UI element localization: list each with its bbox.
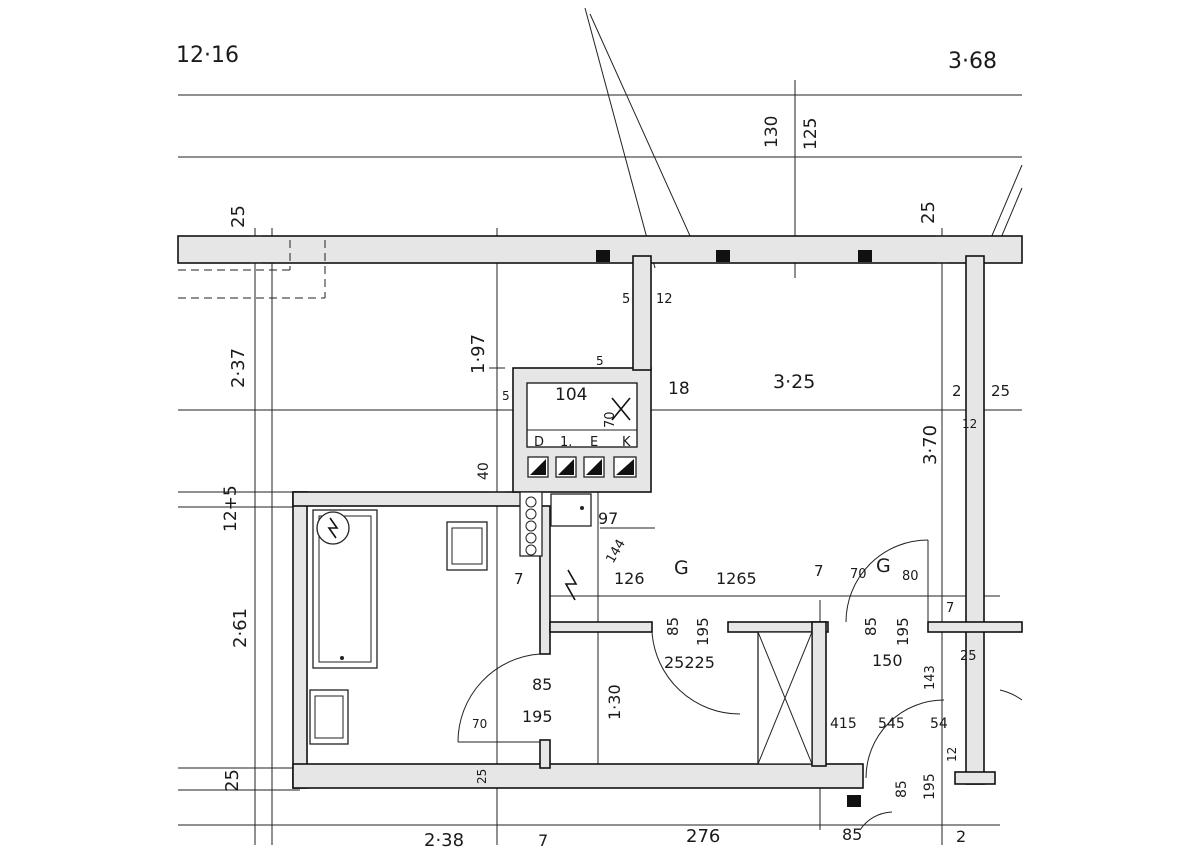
meter-boxes [527,397,637,478]
dim-195c: 195 [522,707,553,726]
dim-70c: 70 [472,717,487,731]
dim-85b: 85 [862,617,880,636]
wall-right [965,255,985,785]
dim-25r: 25 [991,382,1010,400]
label-top-right: 3·68 [948,49,997,74]
dim-104: 104 [555,385,587,405]
dim-195a: 195 [694,617,712,646]
dim-25c: 25 [960,649,977,664]
wall-bottom [292,763,864,789]
dim-144: 144 [603,537,628,566]
bathroom-fixtures [309,491,592,745]
dim-276: 276 [686,826,720,847]
electric-symbol-icon [564,569,578,601]
wall-corridor-3 [927,621,1023,633]
dim-25d: 25 [475,769,489,784]
dim-70a: 70 [603,411,618,428]
meter-label-e: E [590,435,598,450]
dim-12b: 12 [945,747,959,762]
wall-bath-top [292,491,526,507]
label-top-left: 12·16 [176,43,239,68]
dim-7b: 7 [514,570,524,588]
dim-18: 18 [668,379,690,399]
dim-2-37: 2·37 [228,348,249,388]
dim-5c: 5 [596,354,604,368]
window-markers [596,250,872,262]
wall-lift-side [811,621,827,767]
dim-3-25: 3·25 [773,371,815,393]
dim-12r: 12 [962,417,977,431]
dim-125-top: 125 [801,118,821,150]
dim-1-30: 1·30 [605,684,624,720]
dim-2a: 2 [952,382,962,400]
dim-195b: 195 [894,617,912,646]
wall-chimney [632,255,652,371]
wall-bath-right [539,505,551,655]
lift-shaft [757,631,813,765]
dim-1265: 1265 [716,569,757,588]
dim-70b: 70 [850,567,867,582]
dimension-ticks [250,94,948,791]
dim-545: 545 [878,716,905,732]
dim-85d: 85 [894,780,910,798]
dim-150: 150 [872,651,903,670]
dim-195d: 195 [922,773,938,800]
radiator [519,491,543,557]
dim-85a: 85 [664,617,682,636]
dim-80: 80 [902,569,919,584]
dim-2-bottom: 2 [956,827,966,846]
meter-label-k: K [622,435,631,450]
toilet [446,521,488,571]
dim-2-61: 2·61 [230,608,251,648]
dim-40: 40 [476,462,492,480]
meter-label-1: 1. [560,435,572,450]
dim-12-5: 12+5 [221,485,241,532]
dim-1-97: 1·97 [468,334,489,374]
sink [550,493,592,527]
dim-54: 54 [930,716,948,732]
dim-85-bottom: 85 [842,825,862,844]
dim-85c: 85 [532,675,552,694]
dim-5a: 5 [622,292,630,307]
dim-25225: 25225 [664,653,715,672]
dim-7a: 7 [814,562,824,580]
door-swings [457,539,1023,831]
wall-bath-left [292,491,308,789]
dim-7-bottom: 7 [538,831,548,848]
dim-25-right: 25 [918,201,939,224]
dim-415: 415 [830,716,857,732]
dim-2-38: 2·38 [424,830,464,848]
dim-7c: 7 [946,601,954,616]
dim-130-top: 130 [762,116,782,148]
wall-corridor-1 [549,621,653,633]
dim-12a: 12 [656,292,673,307]
dim-126: 126 [614,569,645,588]
washbasin [309,689,349,745]
dim-25-left: 25 [228,205,249,228]
dim-97: 97 [598,509,618,528]
dim-25-bottom-left: 25 [222,769,243,792]
room-label-g1: G [674,557,689,579]
room-label-g2: G [876,555,891,577]
dim-5b: 5 [502,389,510,403]
dim-143: 143 [923,665,938,690]
dashed-outline [178,240,326,299]
dim-3-70: 3·70 [920,425,941,465]
meter-label-d: D [534,435,544,450]
annotations: 12·16 3·68 130 125 25 25 5 12 2·37 1·97 … [176,43,1010,848]
